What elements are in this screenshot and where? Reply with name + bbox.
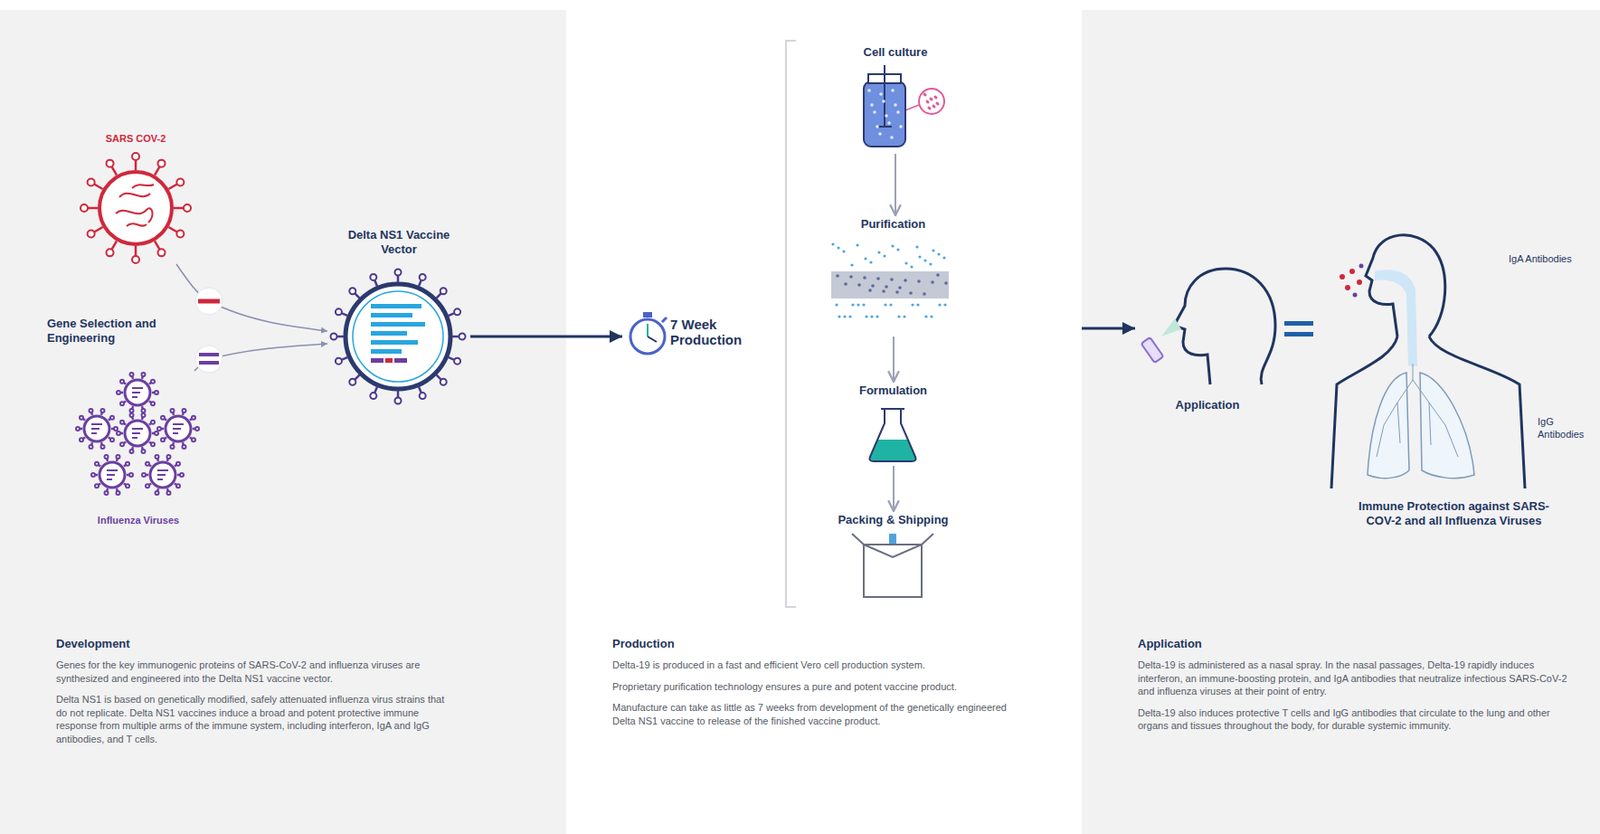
panel-paragraph: Delta-19 also induces protective T cells…	[1137, 706, 1572, 733]
development-panel: SARS COV-2Influenza Viruses Delta NS1 Vac…	[0, 9, 567, 834]
panel-heading: Development	[56, 636, 455, 651]
vaccine-vector-icon	[331, 269, 466, 405]
purification-filter-icon	[831, 242, 949, 318]
process-step: Purification	[827, 215, 959, 337]
shipping-box-icon	[852, 533, 934, 597]
text-block: SARS COV-2	[85, 132, 186, 144]
sars-virus-icon	[80, 152, 191, 264]
minus-symbol	[195, 287, 223, 315]
stopwatch-icon	[630, 312, 667, 354]
node-label: Packing & Shipping	[804, 512, 982, 528]
flow-arrow	[194, 343, 328, 371]
text-block: Influenza Viruses	[70, 514, 207, 526]
node-label: SARS COV-2	[85, 132, 186, 144]
application-step: Application	[1135, 262, 1280, 417]
equals-bar	[198, 352, 219, 357]
node-label: Formulation	[841, 383, 946, 398]
text-block: Purification	[827, 217, 959, 232]
flow-arrow	[176, 264, 328, 332]
stage-bracket	[785, 40, 796, 607]
flow-arrow	[892, 336, 895, 382]
antibody-label: IgG Antibodies	[1537, 416, 1596, 442]
text-block: Packing & Shipping	[804, 512, 982, 528]
text-block: DevelopmentGenes for the key immunogenic…	[56, 636, 455, 754]
equals-sign	[1284, 321, 1314, 326]
node-label: Purification	[827, 217, 959, 232]
panel-heading: Application	[1137, 636, 1572, 651]
application-panel: ApplicationImmune Protection against SAR…	[1081, 9, 1600, 834]
node-label: Application	[1135, 397, 1280, 413]
virus-cluster-label: Influenza Viruses	[70, 370, 207, 530]
production-panel: 7 Week Production Cell culturePurificatio…	[566, 9, 1082, 834]
panel-heading: Production	[612, 636, 1011, 651]
process-label: Gene Selection and Engineering	[47, 316, 174, 345]
panel-paragraph: Delta NS1 is based on genetically modifi…	[56, 692, 455, 746]
formulation-flask-icon	[870, 408, 917, 462]
node-label: Cell culture	[836, 45, 955, 60]
minus-bar	[198, 299, 220, 304]
text-block: Formulation	[841, 383, 946, 398]
node-label: Influenza Viruses	[70, 514, 207, 526]
process-step: Formulation	[841, 381, 946, 466]
respiratory-body-figure	[1331, 235, 1525, 489]
panel-paragraph: Proprietary purification technology ensu…	[612, 680, 1011, 694]
nasal-spray-head-icon	[1141, 268, 1276, 385]
node-label: Delta NS1 Vaccine Vector	[340, 227, 458, 256]
flow-arrow	[470, 335, 623, 339]
flow-arrow	[1081, 327, 1136, 331]
flow-arrow	[892, 465, 895, 512]
equals-bar	[198, 360, 219, 365]
text-block: ProductionDelta-19 is produced in a fast…	[612, 636, 1011, 736]
panel-paragraph: Delta-19 is produced in a fast and effic…	[612, 658, 1011, 673]
process-step: Cell culture	[836, 43, 955, 154]
text-block: Application	[1135, 397, 1280, 413]
node-label: Immune Protection against SARS-COV-2 and…	[1356, 499, 1552, 528]
antibody-label: IgA Antibodies	[1508, 253, 1582, 266]
text-block: Cell culture	[836, 45, 955, 60]
panel-paragraph: Genes for the key immunogenic proteins o…	[56, 658, 455, 685]
panel-paragraph: Delta-19 is administered as a nasal spra…	[1137, 658, 1572, 699]
influenza-cluster-icon	[75, 372, 199, 495]
text-block: 7 Week Production	[670, 316, 766, 349]
panel-paragraph: Manufacture can take as little as 7 week…	[612, 700, 1011, 728]
panel-ground	[1081, 9, 1600, 834]
panel-ground	[0, 9, 567, 834]
flow-arrow	[894, 153, 897, 216]
duration-label: 7 Week Production	[622, 312, 769, 358]
text-block: ApplicationDelta-19 is administered as a…	[1137, 636, 1572, 741]
process-step: Packing & Shipping	[804, 511, 982, 602]
equals-symbol	[195, 345, 223, 373]
text-block: Immune Protection against SARS-COV-2 and…	[1356, 499, 1552, 528]
bioreactor-icon	[863, 65, 945, 147]
outcome-label: Immune Protection against SARS-COV-2 and…	[1356, 495, 1552, 550]
virus-icon-label: SARS COV-2	[85, 131, 186, 265]
equals-sign	[1284, 331, 1314, 337]
vector-label: Delta NS1 Vaccine Vector	[327, 226, 471, 408]
text-block: Delta NS1 Vaccine Vector	[340, 227, 458, 256]
node-label: 7 Week Production	[670, 316, 766, 349]
